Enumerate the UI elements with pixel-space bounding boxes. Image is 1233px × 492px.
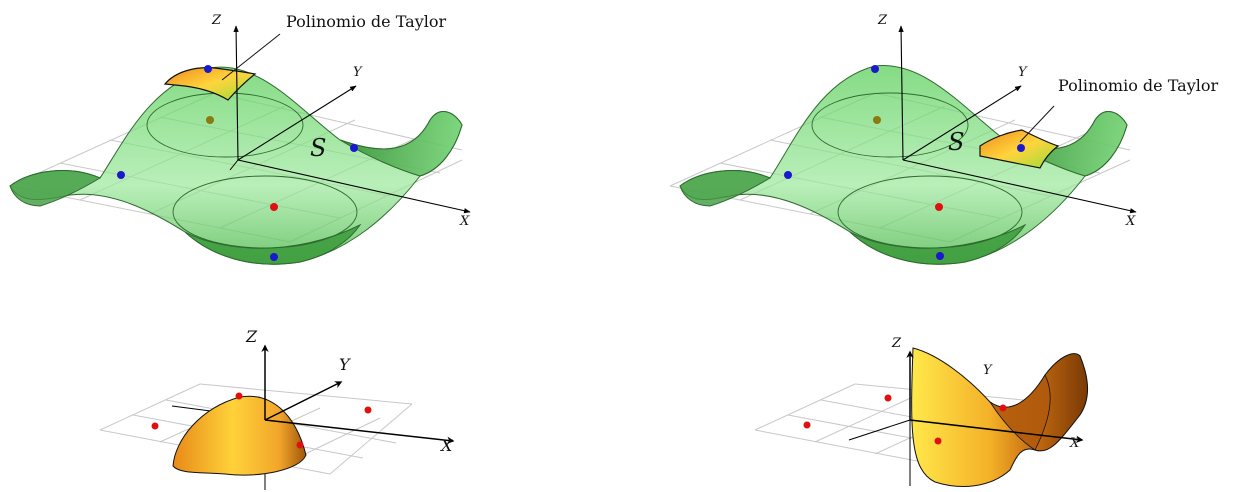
x-axis-label: X <box>459 214 470 229</box>
critical-point-blue <box>350 144 358 152</box>
y-axis-label: Y <box>983 363 993 378</box>
callout-label: Polinomio de Taylor <box>286 12 446 31</box>
critical-point-red <box>804 422 811 429</box>
x-axis-label: X <box>1125 214 1136 229</box>
y-axis-label: Y <box>353 65 363 80</box>
z-axis-label: Z <box>891 336 902 351</box>
z-axis-label: Z <box>245 327 258 346</box>
panel-bottom-left: Z Y X <box>100 327 453 490</box>
x-axis-neg <box>849 420 910 440</box>
critical-point-red <box>1000 405 1007 412</box>
critical-point-red <box>935 203 943 211</box>
y-axis <box>265 382 341 420</box>
critical-point-olive <box>873 116 881 124</box>
critical-point-blue <box>117 171 125 179</box>
taylor-polynomial-dome <box>173 396 306 475</box>
critical-point-red <box>152 423 159 430</box>
critical-point-red <box>365 407 372 414</box>
critical-point-red <box>297 442 304 449</box>
critical-point-red <box>885 395 892 402</box>
critical-point-blue <box>936 252 944 260</box>
critical-point-blue <box>871 65 879 73</box>
taylor-polynomial-saddle <box>912 348 1088 486</box>
callout-leader <box>1020 106 1054 142</box>
callout-label: Polinomio de Taylor <box>1058 76 1218 95</box>
critical-point-blue <box>270 253 278 261</box>
critical-point-red <box>935 438 942 445</box>
critical-point-blue <box>1017 144 1025 152</box>
critical-point-blue <box>784 171 792 179</box>
critical-point-olive <box>206 116 214 124</box>
y-axis-label: Y <box>339 355 351 374</box>
x-axis-label: X <box>439 436 453 455</box>
panel-top-left: Polinomio de Taylor S Z Y X <box>10 12 470 264</box>
critical-point-red <box>236 393 243 400</box>
panel-bottom-right: Z Y X <box>755 336 1088 486</box>
z-axis-label: Z <box>211 13 222 28</box>
panel-top-right: Polinomio de Taylor S Z Y X <box>670 13 1218 264</box>
x-axis-label: X <box>1069 436 1080 451</box>
critical-point-blue <box>204 65 212 73</box>
surface-label: S <box>310 134 326 162</box>
critical-point-red <box>270 203 278 211</box>
y-axis-label: Y <box>1018 65 1028 80</box>
surface-label: S <box>948 128 964 156</box>
z-axis-label: Z <box>877 13 888 28</box>
